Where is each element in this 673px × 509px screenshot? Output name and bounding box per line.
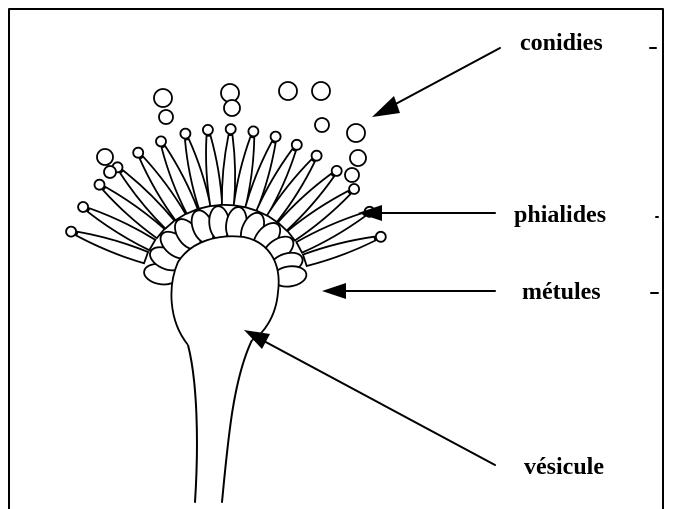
frame-border: [9, 9, 663, 509]
phialide: [206, 136, 222, 207]
conidium: [97, 149, 113, 165]
conidium: [350, 150, 366, 166]
conidium: [66, 227, 76, 237]
label-metules: métules: [522, 279, 601, 305]
conidium: [203, 125, 213, 135]
conidium: [221, 84, 239, 102]
conidium: [154, 89, 172, 107]
vesicle: [171, 236, 278, 345]
arrow-metules: [322, 283, 495, 299]
conidium: [159, 110, 173, 124]
conidium: [279, 82, 297, 100]
stipe: [188, 340, 252, 502]
label-phialides: phialides: [514, 202, 606, 228]
conidium: [312, 151, 322, 161]
conidium: [224, 100, 240, 116]
conidium: [271, 132, 281, 142]
arrow-conidies: [372, 48, 500, 117]
arrow-phialides: [358, 205, 495, 221]
conidium: [347, 124, 365, 142]
conidium: [180, 129, 190, 139]
conidium: [345, 168, 359, 182]
conidium: [248, 126, 258, 136]
conidium: [349, 184, 359, 194]
conidium: [376, 232, 386, 242]
conidium: [312, 82, 330, 100]
conidium: [332, 166, 342, 176]
conidium: [133, 148, 143, 158]
conidium: [156, 136, 166, 146]
conidium: [78, 202, 88, 212]
phialide: [222, 135, 235, 205]
conidium: [226, 124, 236, 134]
conidium: [315, 118, 329, 132]
conidium: [95, 180, 105, 190]
conidium: [104, 166, 116, 178]
arrow-vesicule: [244, 330, 495, 465]
label-vesicule: vésicule: [524, 454, 604, 480]
label-conidies: conidies: [520, 30, 603, 56]
conidium: [292, 140, 302, 150]
